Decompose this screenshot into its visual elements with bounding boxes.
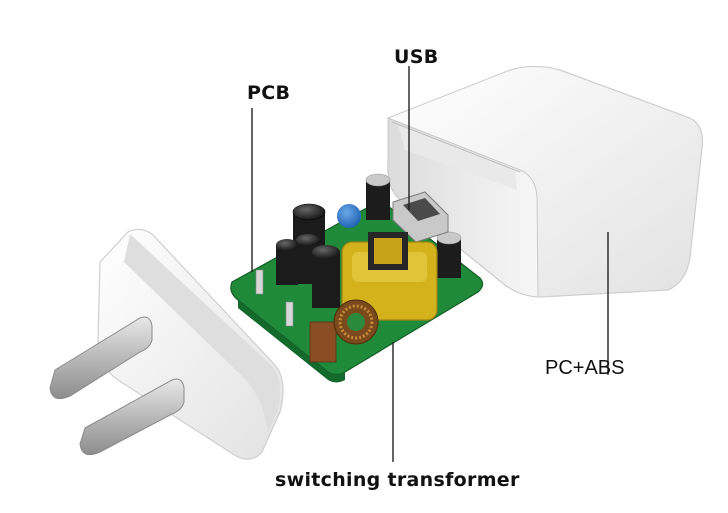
pcb-label: PCB xyxy=(247,82,291,104)
switching-transformer xyxy=(341,232,438,321)
toroid-inductor xyxy=(333,299,379,345)
switching-transformer-label: switching transformer xyxy=(275,469,520,491)
leader-lines xyxy=(251,66,609,462)
usb-label: USB xyxy=(394,46,439,68)
plug-pins xyxy=(49,316,185,456)
housing-shell xyxy=(387,65,704,298)
usb-port xyxy=(392,191,449,243)
housing-material-label: PC+ABS xyxy=(545,357,625,379)
capacitors xyxy=(276,173,462,308)
